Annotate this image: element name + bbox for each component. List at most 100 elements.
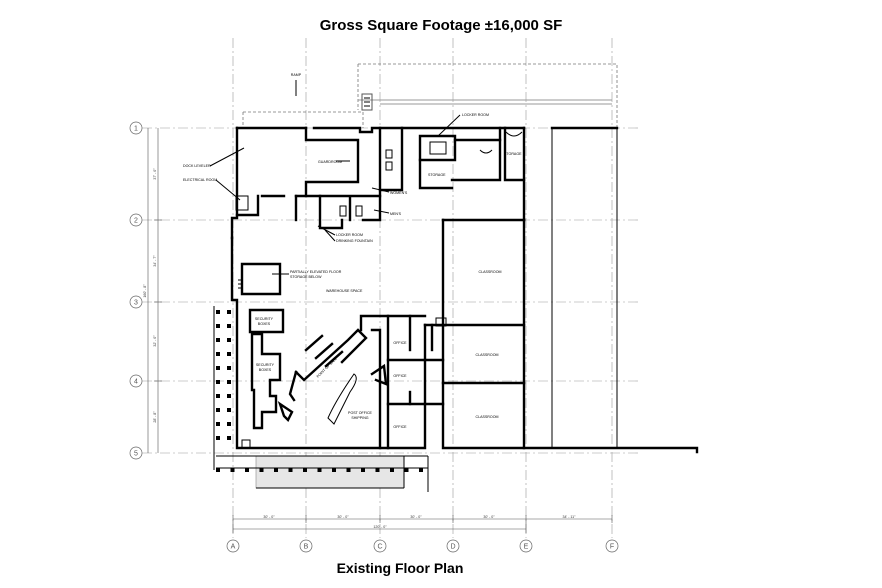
row-bubbles: 1 2 3 4 5: [129, 121, 143, 460]
column-post: [227, 380, 231, 384]
column-post: [216, 468, 220, 472]
column-post: [216, 324, 220, 328]
dimension-text: 37' - 0": [153, 168, 157, 180]
column-post: [274, 468, 278, 472]
room-label: BOXES: [258, 322, 271, 326]
column-post: [216, 380, 220, 384]
column-post: [216, 310, 220, 314]
room-label: MEN'S: [390, 212, 402, 216]
room-label: SHIPPING: [351, 416, 368, 420]
column-post: [216, 422, 220, 426]
room-label: DRINKING FOUNTAIN: [336, 239, 373, 243]
dimension-text: 30' - 0": [410, 515, 422, 519]
room-label: WOMEN'S: [390, 191, 408, 195]
column-post: [375, 468, 380, 472]
classroom-label: CLASSROOM: [476, 415, 499, 419]
column-post: [227, 394, 231, 398]
drawing-subtitle: Existing Floor Plan: [336, 560, 464, 576]
column-post: [216, 366, 220, 370]
column-label: E: [524, 544, 529, 551]
room-label: OFFICE: [393, 425, 407, 429]
column-label: F: [610, 544, 614, 551]
row-label: 1: [134, 126, 138, 133]
room-label: OFFICE: [393, 374, 407, 378]
column-post: [288, 468, 293, 472]
row-label: 3: [134, 300, 138, 307]
column-post: [227, 338, 231, 342]
room-label: SECURITY: [256, 363, 275, 367]
room-label: LOCKER ROOM: [462, 113, 489, 117]
room-label: LOCKER ROOM: [336, 233, 363, 237]
column-bubbles: A B C D E F: [226, 539, 619, 553]
column-post: [332, 468, 336, 472]
column-post: [227, 310, 231, 314]
column-post: [216, 338, 220, 342]
room-label: STORAGE: [504, 152, 522, 156]
canopy-outline: RAMP: [242, 63, 618, 128]
security-area: SECURITY BOXES SECURITY BOXES: [241, 308, 294, 449]
bottom-dimensions: 30' - 0" 30' - 0" 30' - 0" 30' - 0" 34' …: [232, 515, 613, 533]
ramp-label: RAMP: [291, 73, 302, 77]
column-post: [317, 468, 322, 472]
dimension-text: 34' - 11": [563, 515, 577, 519]
column-post: [245, 468, 249, 472]
column-post: [216, 394, 220, 398]
column-post: [390, 468, 394, 472]
column-post: [346, 468, 351, 472]
room-label: STORAGE: [428, 173, 446, 177]
drawing-title: Gross Square Footage ±16,000 SF: [319, 17, 563, 34]
room-label: SECURITY: [255, 317, 274, 321]
column-post: [227, 366, 231, 370]
room-label: PARTIALLY ELEVATED FLOOR: [290, 270, 342, 274]
classroom-label: CLASSROOM: [479, 270, 502, 274]
room-label: OFFICE: [393, 341, 407, 345]
column-post: [216, 352, 220, 356]
classroom-label: CLASSROOM: [476, 353, 499, 357]
row-label: 5: [134, 451, 138, 458]
classrooms: CLASSROOM CLASSROOM CLASSROOM: [441, 270, 526, 419]
room-label: GUARDROOM: [318, 160, 342, 164]
column-post: [216, 436, 220, 440]
column-post: [361, 468, 365, 472]
column-label: C: [377, 544, 382, 551]
top-rooms: [235, 126, 526, 230]
room-label: ELECTRICAL ROOM: [183, 178, 217, 182]
dimension-text: 120' - 0": [373, 525, 387, 529]
room-label: BOXES: [259, 368, 272, 372]
room-label: STORAGE BELOW: [290, 275, 322, 279]
entry-porch: [216, 455, 429, 492]
column-post: [227, 352, 231, 356]
dimension-text: 28' - 8": [153, 411, 157, 423]
column-label: D: [450, 544, 455, 551]
room-labels: LOCKER ROOM STORAGE STORAGE GUARDROOM DO…: [183, 113, 522, 293]
dimension-text: 30' - 0": [337, 515, 349, 519]
room-label: POST OFFICE: [348, 411, 372, 415]
room-label: WAREHOUSE SPACE: [326, 289, 363, 293]
dimension-text: 160' - 8": [143, 284, 147, 298]
column-post: [227, 436, 231, 440]
column-post: [227, 324, 231, 328]
dimension-text: 30' - 0": [263, 515, 275, 519]
colonnade: [213, 306, 423, 472]
dimension-text: 34' - 7": [153, 255, 157, 267]
column-post: [227, 408, 231, 412]
column-label: A: [231, 544, 236, 551]
column-label: B: [304, 544, 309, 551]
room-label: DOCK LEVELER: [183, 164, 211, 168]
column-post: [303, 468, 307, 472]
column-post: [404, 468, 409, 472]
column-post: [259, 468, 264, 472]
offices: OFFICE OFFICE OFFICE: [359, 314, 447, 450]
point-of-sale-counters: POINT OF SALE POST OFFICE SHIPPING: [288, 328, 388, 425]
dimension-text: 30' - 0": [483, 515, 495, 519]
row-label: 4: [134, 379, 138, 386]
exterior-walls: [230, 126, 699, 454]
column-post: [216, 408, 220, 412]
elevated-storage: [238, 262, 282, 296]
side-dimensions: 37' - 0" 34' - 7" 32' - 0" 28' - 8" 160'…: [143, 128, 162, 453]
dimension-text: 32' - 0": [153, 335, 157, 347]
column-post: [227, 422, 231, 426]
column-post: [419, 468, 423, 472]
column-post: [230, 468, 235, 472]
